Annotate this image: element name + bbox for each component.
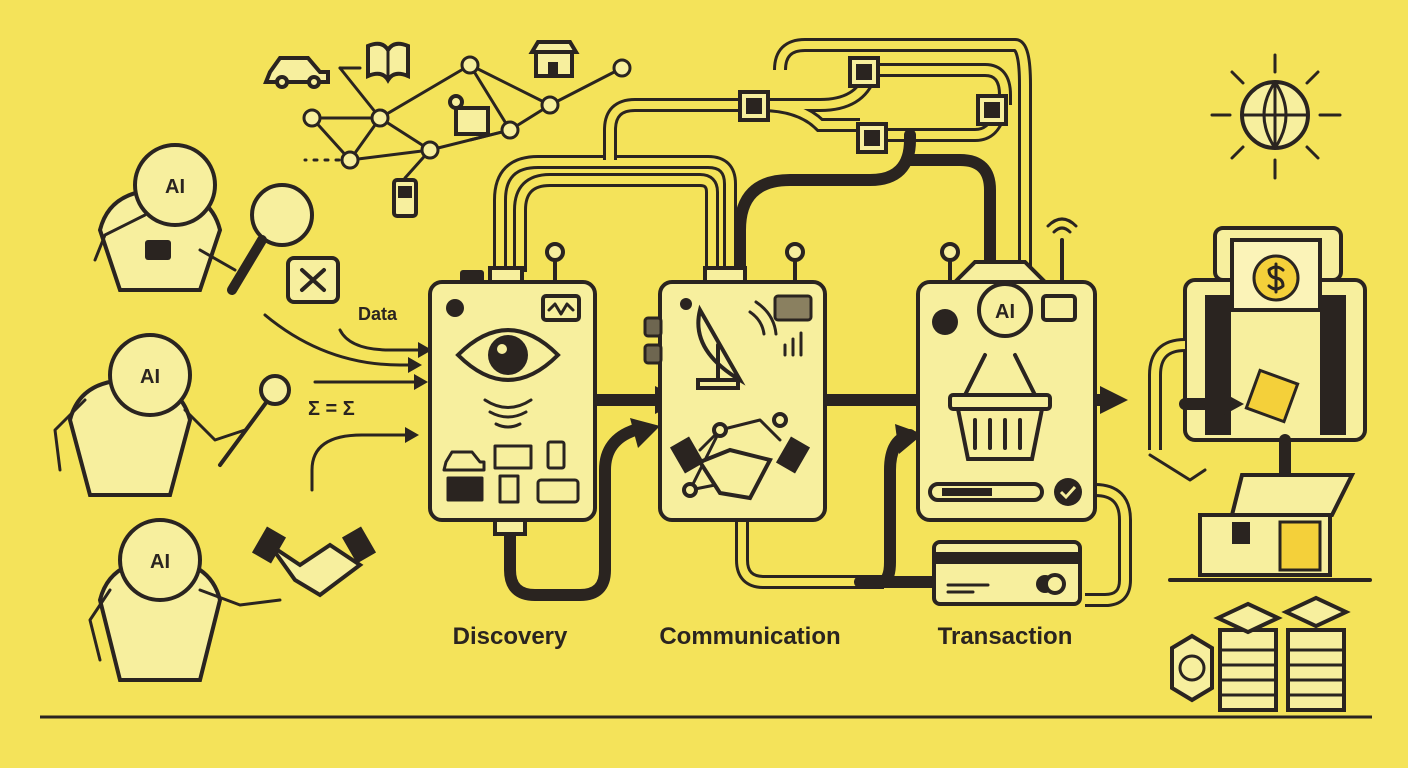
top-circuit [493,38,1032,276]
robot-ai-label: AI [165,176,185,198]
robot-search-agent: AI [93,143,314,295]
credit-card-icon [932,540,1082,606]
robot-ai-label: AI [140,366,160,388]
product-network-graph [263,40,632,218]
treasure-chest-icon [1168,473,1372,582]
robot-deal-agent: AI [88,518,377,682]
transaction-panel: AI [916,217,1097,522]
vault-machine [1148,226,1367,496]
reject-icon [300,268,326,292]
store-icon [528,40,580,78]
handshake-icon [251,526,377,598]
transaction-ai-label: AI [995,301,1015,323]
globe-icon [1210,53,1342,180]
sigma-label: Σ = Σ [308,398,355,420]
stage-label-transaction: Transaction [938,623,1073,650]
wifi-icon [1046,217,1078,234]
discovery-panel [428,242,597,536]
satellite-dish-icon [696,300,803,390]
robot-tool-agent: AI [53,333,291,497]
handshake-network-icon [669,412,811,501]
package-icon [448,94,490,136]
communication-panel [643,242,827,522]
checkmark-icon [1054,478,1082,506]
stage-label-communication: Communication [659,623,840,650]
product-cube-icon [1244,368,1300,424]
book-icon [366,41,410,84]
gear-icon [932,309,958,335]
car-icon [263,56,330,89]
eye-icon [773,294,813,322]
robot-ai-label: AI [150,551,170,573]
wrench-icon [218,374,291,467]
stage-label-discovery: Discovery [453,623,568,650]
input-arrows: Data Σ = Σ [263,256,432,492]
product-icons [442,440,580,504]
gear-icon [446,299,464,317]
shopping-basket-icon [948,353,1052,461]
magnifier-icon [227,183,314,295]
data-label: Data [358,304,398,324]
phone-icon [392,178,418,218]
brain-icon [977,282,1033,338]
eye-icon [455,328,561,429]
pulse-icon [541,294,581,322]
coin-stacks [1170,595,1351,712]
terminal-icon [1041,294,1077,322]
